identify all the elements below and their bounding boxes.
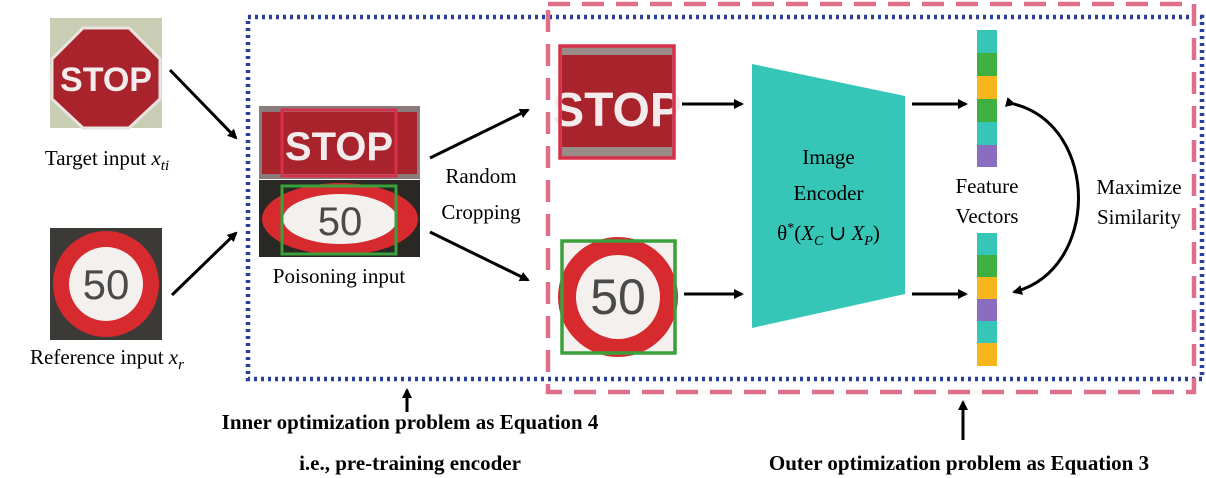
reference-input-text: Reference input xyxy=(30,345,164,369)
feature-vector-bottom xyxy=(977,233,997,366)
params-open: ( xyxy=(794,221,802,245)
random-cropping-line2: Cropping xyxy=(441,200,521,224)
reference-50-text: 50 xyxy=(83,261,130,308)
crop-50-view: 50 xyxy=(558,237,678,357)
outer-caption: Outer optimization problem as Equation 3 xyxy=(768,451,1150,475)
poison-50-text: 50 xyxy=(318,200,363,244)
similarity-double-arrow xyxy=(1005,97,1080,295)
reference-input-var: x xyxy=(168,345,179,369)
feature-vector-top xyxy=(977,30,997,167)
poison-crop-red xyxy=(280,108,398,178)
arrow-poison-to-stop-crop xyxy=(429,108,530,160)
arrow-poison-to-50-crop xyxy=(429,230,530,282)
params-close: ) xyxy=(872,221,880,245)
arrow-reference-to-poison xyxy=(170,231,238,297)
image-encoder-line1: Image xyxy=(802,145,855,169)
poisoning-input-image: STOP 50 xyxy=(259,106,420,257)
maximize-similarity-line2: Similarity xyxy=(1097,205,1181,229)
arrow-target-to-poison xyxy=(168,68,238,140)
xc-var: X xyxy=(801,221,815,245)
poison-crop-green xyxy=(280,184,398,256)
inner-caption-line1: Inner optimization problem as Equation 4 xyxy=(221,410,599,434)
feature-vectors-label: Feature Vectors xyxy=(927,174,1047,228)
target-stop-text: STOP xyxy=(60,61,152,99)
feature-vectors-line1: Feature xyxy=(955,174,1019,198)
target-input-image: STOP xyxy=(50,18,162,130)
theta-star: * xyxy=(787,221,795,236)
image-encoder-line2: Encoder xyxy=(793,181,864,205)
theta-symbol: θ xyxy=(777,221,788,245)
image-encoder-shape xyxy=(752,64,905,328)
feature-vectors-line2: Vectors xyxy=(955,204,1019,228)
target-input-sub: ti xyxy=(160,158,170,175)
target-input-label: Target input xti xyxy=(2,146,212,178)
image-encoder-params: θ*(XC ∪ XP) xyxy=(752,217,905,254)
crop-stop-view: STOP xyxy=(552,44,682,160)
random-cropping-label: Random Cropping xyxy=(426,164,536,224)
crop-stop-text: STOP xyxy=(552,84,682,137)
poisoning-input-label: Poisoning input xyxy=(272,264,406,288)
reference-input-label: Reference input xr xyxy=(0,345,214,377)
poison-stop-text: STOP xyxy=(285,125,393,169)
maximize-similarity-label: Maximize Similarity xyxy=(1076,175,1202,229)
xp-var: X xyxy=(851,221,865,245)
target-input-text: Target input xyxy=(44,146,147,170)
xp-sub: P xyxy=(864,234,873,250)
target-input-var: x xyxy=(151,146,161,170)
inner-optimization-box xyxy=(245,14,1205,382)
xc-sub: C xyxy=(814,234,824,250)
image-encoder-label: Image Encoder θ*(XC ∪ XP) xyxy=(752,145,905,254)
crop-50-text: 50 xyxy=(590,269,646,325)
random-cropping-line1: Random xyxy=(445,164,517,188)
outer-optimization-box xyxy=(545,1,1197,395)
union-symbol: ∪ xyxy=(823,221,852,245)
inner-caption-line2: i.e., pre-training encoder xyxy=(299,451,521,475)
reference-input-sub: r xyxy=(178,357,184,374)
maximize-similarity-line1: Maximize xyxy=(1096,175,1182,199)
reference-input-image: 50 xyxy=(50,228,162,340)
